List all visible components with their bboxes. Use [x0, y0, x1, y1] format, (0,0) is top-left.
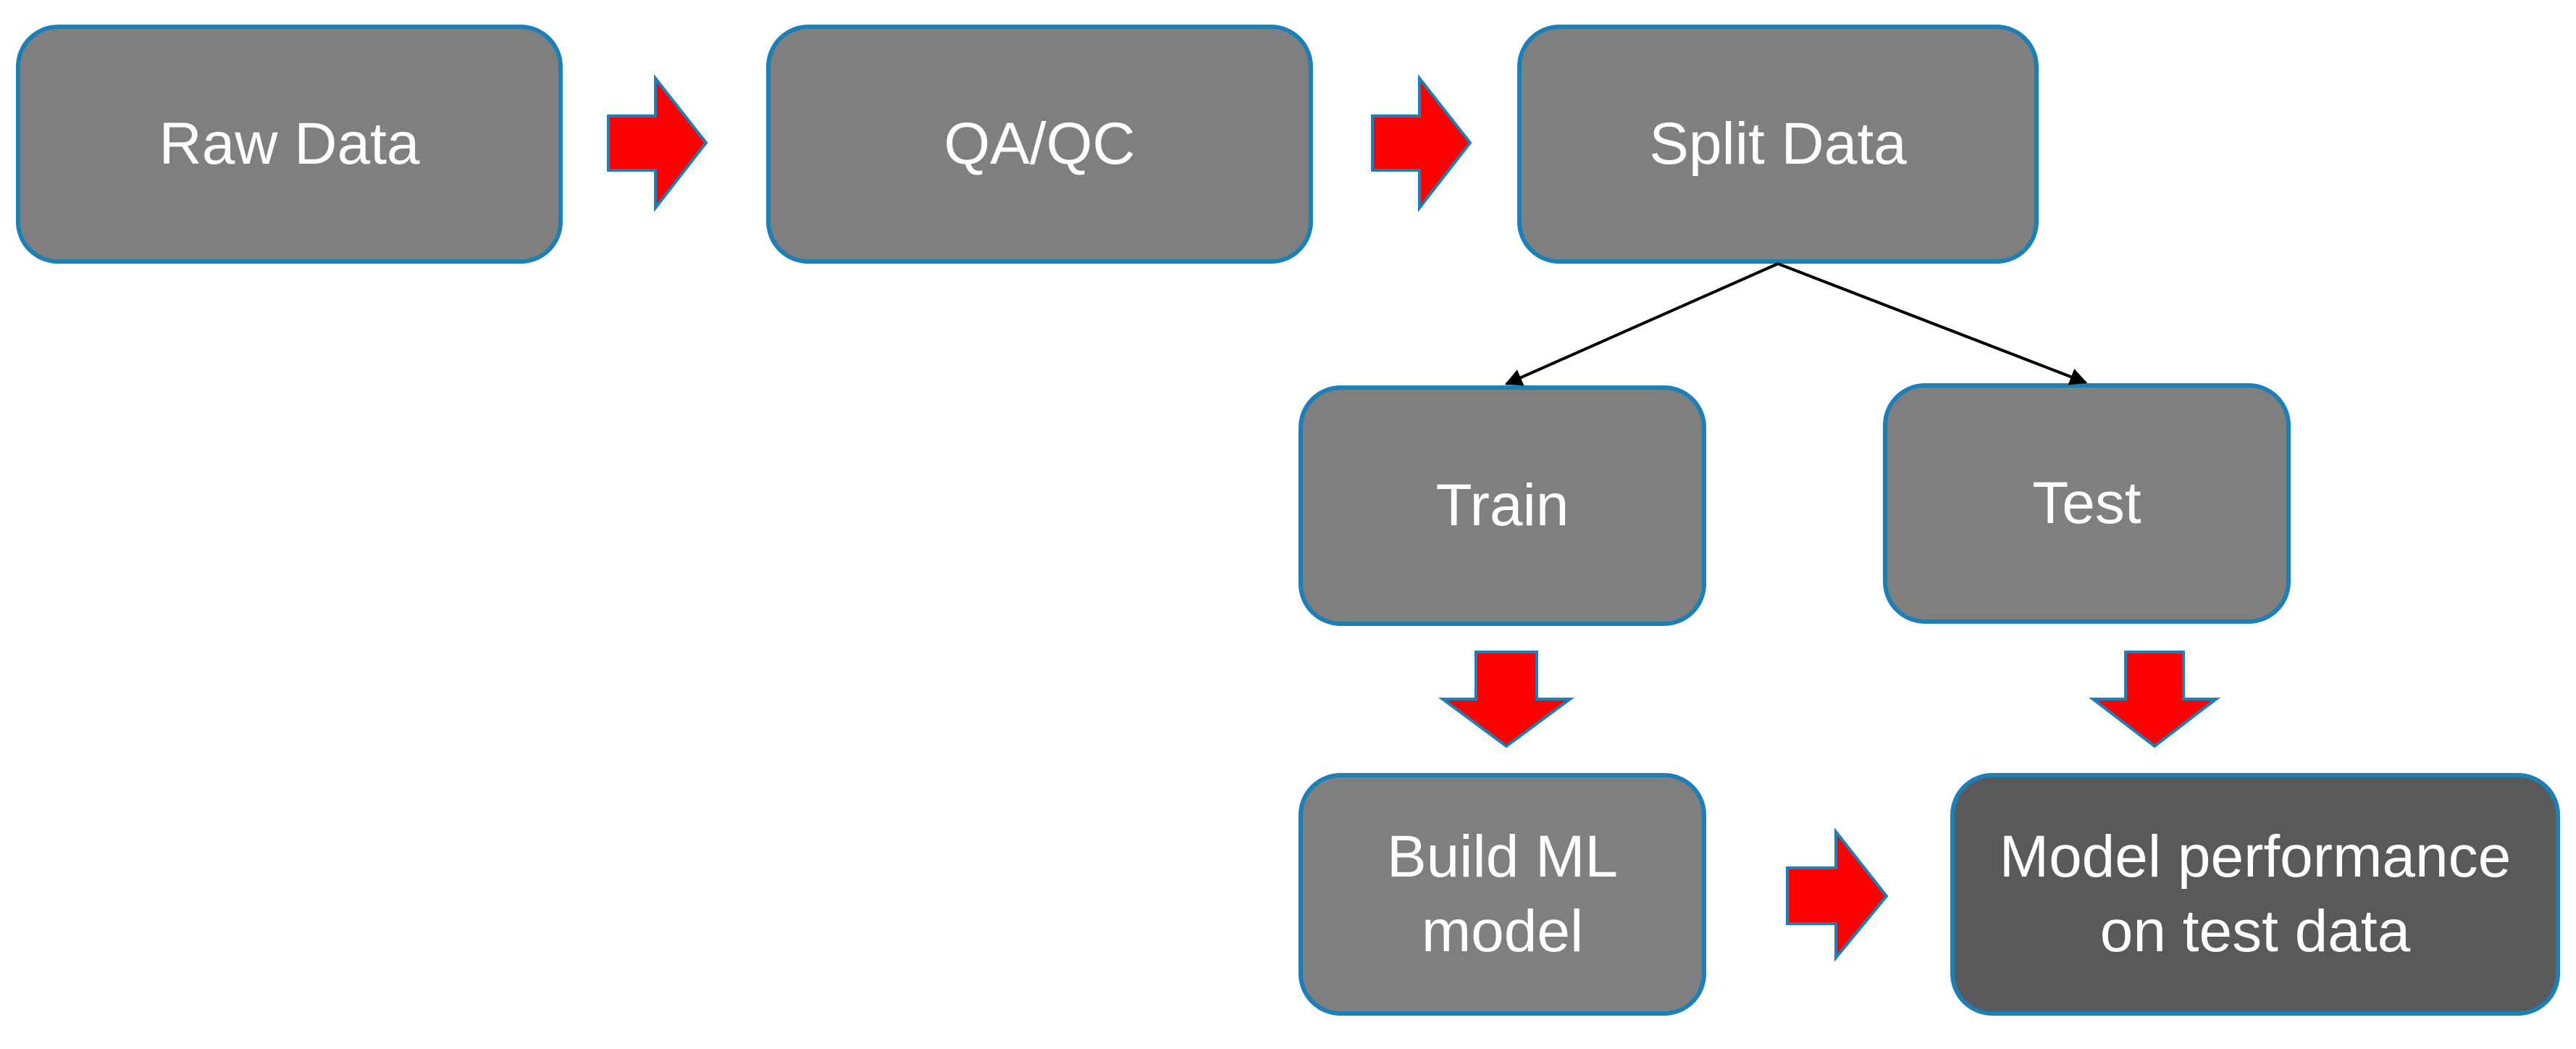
connector-split-to-train	[1504, 262, 1779, 386]
block-arrow-test-to-performance	[2089, 651, 2220, 748]
node-split-data: Split Data	[1517, 25, 2039, 264]
block-arrow-train-to-build	[1438, 651, 1575, 748]
node-label: Test	[2032, 469, 2141, 536]
node-label: QA/QC	[944, 110, 1136, 177]
node-label: Model performance on test data	[1999, 824, 2512, 964]
node-label: Raw Data	[159, 110, 420, 177]
node-label: Train	[1435, 472, 1569, 538]
block-arrow-build-to-performance	[1786, 827, 1889, 962]
node-build-ml-model: Build ML model	[1299, 773, 1706, 1016]
node-qa-qc: QA/QC	[766, 25, 1313, 264]
node-label: Split Data	[1649, 110, 1907, 177]
node-label: Build ML model	[1386, 824, 1619, 964]
node-train: Train	[1299, 385, 1706, 626]
node-raw-data: Raw Data	[16, 25, 563, 264]
node-model-performance: Model performance on test data	[1950, 773, 2560, 1016]
node-test: Test	[1883, 383, 2291, 624]
connector-split-to-test	[1777, 262, 2088, 385]
block-arrow-qaqc-to-split	[1371, 74, 1472, 212]
block-arrow-raw-to-qaqc	[607, 74, 708, 212]
